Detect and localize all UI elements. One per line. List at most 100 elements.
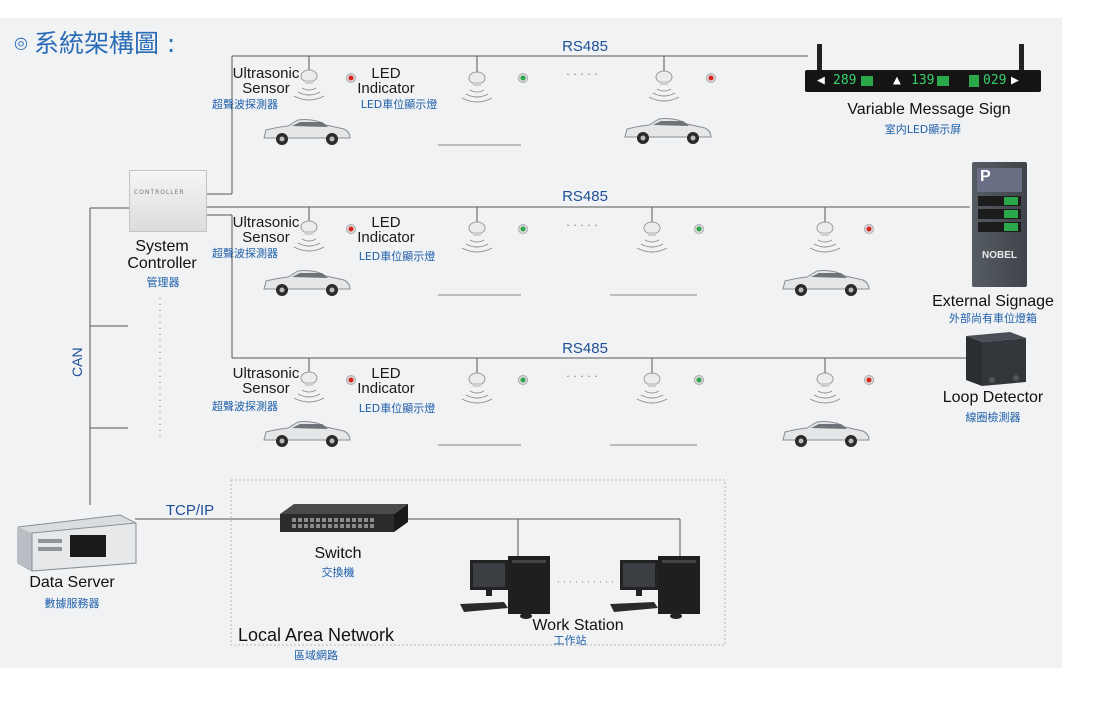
data-server-zh: 數據服務器 — [44, 597, 100, 610]
switch-port — [346, 518, 350, 522]
vms-tag-1 — [861, 76, 873, 86]
ultrasonic-sensor-r1-3 — [648, 56, 680, 102]
row-ellipsis-3: · · · · · — [566, 370, 598, 383]
variable-message-sign: ◀ 289 ▲ 139 029 ▶ — [805, 44, 1041, 94]
switch-port — [316, 524, 320, 528]
led-indicator-r1-2 — [518, 73, 528, 83]
signage-row-3 — [978, 222, 1021, 232]
switch-port — [370, 518, 374, 522]
switch-zh: 交換機 — [321, 566, 355, 579]
switch-port — [334, 518, 338, 522]
bullet-icon: ◎ — [14, 33, 28, 52]
controller-device-text: CONTROLLER — [134, 189, 185, 196]
switch-port — [292, 524, 296, 528]
loop-detector-icon — [966, 332, 1026, 386]
workstation-zh: 工作站 — [553, 634, 587, 647]
vms-number-1: 289 — [833, 73, 857, 88]
workstation-icon-2 — [610, 556, 700, 619]
switch-port — [364, 524, 368, 528]
car-r2-4 — [782, 270, 870, 296]
row-ellipsis-2: · · · · · — [566, 219, 598, 232]
workstation-icon-1 — [460, 556, 550, 619]
page-title: ◎系統架構圖 : — [14, 24, 175, 60]
vms-zh: 室内LED顯示屏 — [884, 123, 962, 136]
led-indicator-r3-3 — [694, 375, 704, 385]
led-indicator-r1-1 — [346, 73, 356, 83]
switch-port — [292, 518, 296, 522]
switch-port — [340, 518, 344, 522]
switch-port — [328, 524, 332, 528]
sensor-label-zh-1: 超聲波探測器 — [212, 98, 278, 111]
led-label-zh-2: LED車位顯示燈 — [358, 250, 436, 263]
vms-antenna-right — [1019, 44, 1024, 72]
lan-zh: 區域網路 — [294, 649, 338, 662]
network-switch-icon — [280, 504, 408, 532]
signage-row-2 — [978, 209, 1021, 219]
data-server-icon — [17, 514, 137, 572]
led-indicator-r2-1 — [346, 224, 356, 234]
arrow-right-icon: ▶ — [1011, 73, 1019, 88]
switch-port — [298, 524, 302, 528]
led-indicator-r3-1 — [346, 375, 356, 385]
car-r3-4 — [782, 421, 870, 447]
switch-port — [322, 518, 326, 522]
vms-label: Variable Message Sign — [847, 101, 1011, 118]
loop-detector-label: Loop Detector — [942, 389, 1044, 406]
arrow-up-icon: ▲ — [893, 73, 901, 88]
ultrasonic-sensor-r1-1 — [293, 56, 325, 101]
ultrasonic-sensor-r2-3 — [636, 207, 668, 253]
ultrasonic-sensor-r3-1 — [293, 358, 325, 403]
data-server-label: Data Server — [29, 574, 115, 591]
arrow-left-icon: ◀ — [817, 73, 825, 88]
led-indicator-r3-2 — [518, 375, 528, 385]
lan-label: Local Area Network — [237, 625, 395, 645]
switch-port — [346, 524, 350, 528]
can-label: CAN — [69, 347, 85, 377]
switch-port — [328, 518, 332, 522]
switch-port — [370, 524, 374, 528]
led-indicator-r2-3 — [694, 224, 704, 234]
ultrasonic-sensor-r3-4 — [809, 358, 841, 404]
switch-port — [352, 518, 356, 522]
ultrasonic-sensor-r3-3 — [636, 358, 668, 404]
led-indicator-r1-3 — [706, 73, 716, 83]
external-signage-zh: 外部尚有車位燈箱 — [949, 312, 1037, 325]
external-signage: P NOBEL — [972, 162, 1027, 287]
switch-port — [298, 518, 302, 522]
sensor-label-zh-2: 超聲波探測器 — [212, 247, 278, 260]
switch-port — [322, 524, 326, 528]
switch-label: Switch — [314, 545, 362, 562]
signage-p-icon: P — [977, 168, 1022, 192]
car-r2-1 — [263, 270, 351, 296]
switch-port — [310, 524, 314, 528]
led-indicator-r2-2 — [518, 224, 528, 234]
switch-port — [334, 524, 338, 528]
signage-row-1 — [978, 196, 1021, 206]
led-label-zh-3: LED車位顯示燈 — [358, 402, 436, 415]
tcpip-label: TCP/IP — [165, 502, 215, 519]
ultrasonic-sensor-r3-2 — [461, 358, 493, 404]
loop-detector-zh: 線圈檢測器 — [965, 411, 1021, 424]
switch-port — [304, 524, 308, 528]
ultrasonic-sensor-r1-2 — [461, 56, 493, 103]
system-controller-device: CONTROLLER — [129, 170, 207, 232]
switch-port — [304, 518, 308, 522]
switch-port — [310, 518, 314, 522]
sensor-label-zh-3: 超聲波探測器 — [212, 400, 278, 413]
vms-display: ◀ 289 ▲ 139 029 ▶ — [805, 70, 1041, 92]
switch-port — [358, 524, 362, 528]
vms-antenna-left — [817, 44, 822, 72]
ultrasonic-sensor-r2-4 — [809, 207, 841, 253]
switch-port — [358, 518, 362, 522]
vms-tag-3 — [969, 75, 979, 87]
switch-port — [364, 518, 368, 522]
rs485-label-2: RS485 — [562, 188, 608, 205]
car-r3-1 — [263, 421, 351, 447]
rs485-label-1: RS485 — [562, 38, 608, 55]
